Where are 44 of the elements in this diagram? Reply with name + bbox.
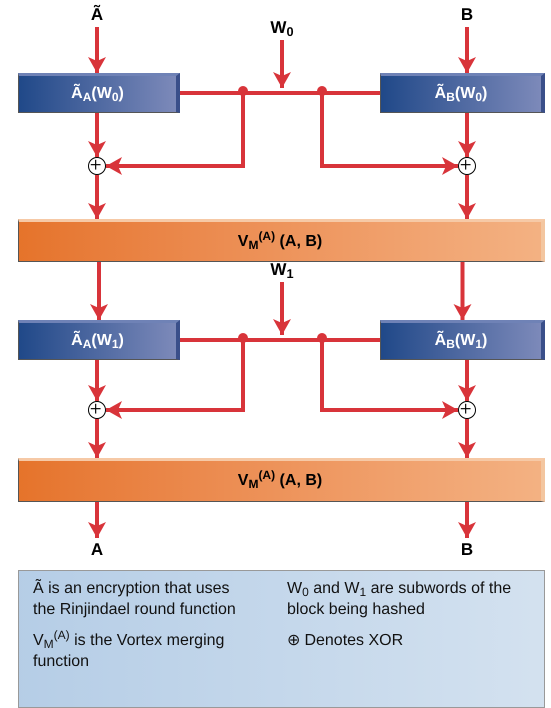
signal-label: B [460, 540, 474, 558]
arrow [458, 502, 476, 538]
signal-label: A [90, 540, 104, 558]
encryption-block [18, 73, 180, 113]
arrow [88, 113, 106, 157]
signal-label: W$_{1}$ [270, 260, 294, 278]
connector-line [180, 91, 380, 95]
legend-note: ⊕ Denotes XOR [287, 631, 404, 651]
arrow [88, 502, 106, 538]
block-label: Ã$_{B}$(W$_{0}$) [434, 82, 488, 106]
arrow [88, 27, 106, 73]
arrow [458, 175, 476, 219]
arrow [273, 282, 291, 335]
legend-note: W$_{0}$ and W$_{1}$ are subwords of the block being hashed [287, 579, 512, 620]
merging-bar [18, 458, 545, 502]
legend-note: V$_{M}$$^{(A)}$ is the Vortex merging function [33, 630, 226, 672]
arrow [273, 40, 291, 88]
arrow [88, 175, 106, 219]
arrow [106, 340, 245, 419]
legend-note: Ã is an encryption that uses the Rinjindael round function [33, 578, 237, 620]
encryption-block [380, 320, 545, 360]
arrow [458, 360, 476, 401]
signal-label: B [460, 6, 474, 22]
arrow [458, 113, 476, 157]
arrow [458, 419, 476, 458]
connector-line [180, 338, 380, 342]
signal-label: Ã [90, 6, 104, 22]
block-label: Ã$_{B}$(W$_{1}$) [434, 330, 488, 353]
arrow [320, 93, 458, 175]
block-label: Ã$_{A}$(W$_{0}$) [71, 82, 124, 106]
arrow [454, 262, 472, 320]
block-label: Ã$_{A}$(W$_{1}$) [71, 330, 124, 353]
encryption-block [18, 320, 180, 360]
merging-bar [18, 219, 545, 262]
encryption-block [380, 73, 545, 113]
block-label: V$_{M}$$^{(A)}$ (A, B) [238, 469, 322, 493]
arrow [320, 340, 458, 419]
block-label: V$_{M}$$^{(A)}$ (A, B) [238, 230, 322, 254]
arrow [106, 93, 245, 175]
arrow [90, 262, 108, 320]
signal-label: W$_{0}$ [270, 18, 294, 36]
arrow [88, 360, 106, 401]
arrow [88, 419, 106, 458]
arrow [458, 27, 476, 73]
